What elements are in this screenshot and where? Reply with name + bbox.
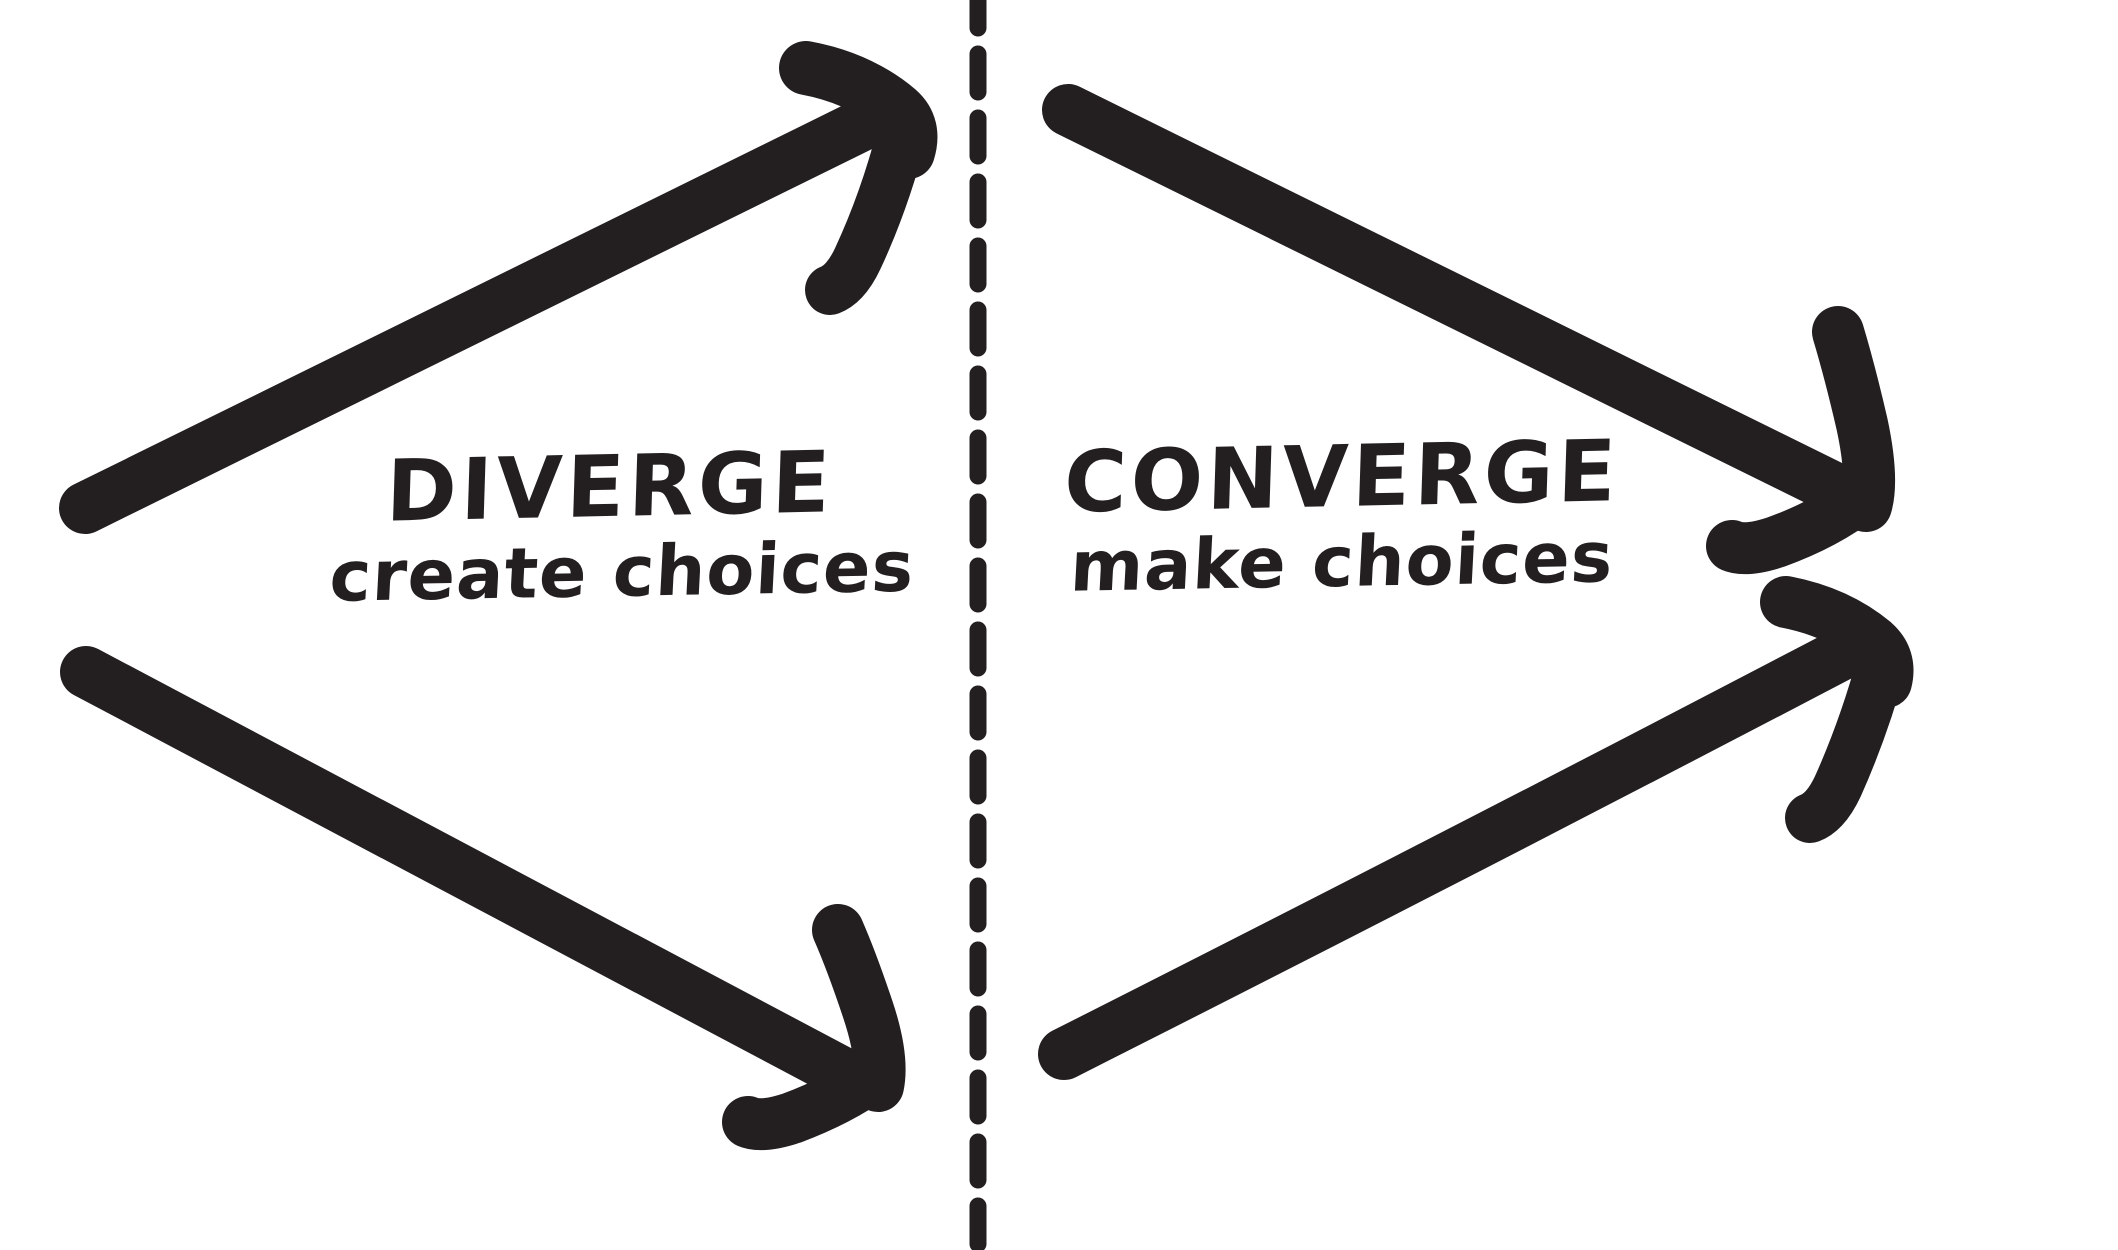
converge-label-group: CONVERGE make choices xyxy=(1052,422,1632,607)
converge-up-arrow-shaft xyxy=(1042,84,1868,518)
diverge-up-arrow-shaft xyxy=(59,96,894,534)
converge-up-arrow-barb-lower xyxy=(1706,470,1888,575)
diverge-up-arrow xyxy=(59,41,938,534)
diverge-up-arrow-barb-lower xyxy=(805,105,928,315)
diverge-down-arrow-shaft xyxy=(60,646,878,1104)
converge-title: CONVERGE xyxy=(1062,422,1622,533)
diverge-down-arrow-barb-lower xyxy=(722,1050,899,1151)
diverge-title: DIVERGE xyxy=(384,433,836,542)
converge-down-arrow-shaft xyxy=(1038,626,1872,1080)
converge-down-arrow xyxy=(1038,576,1914,1080)
diverge-label-group: DIVERGE create choices xyxy=(328,433,917,617)
converge-down-arrow-barb-lower xyxy=(1785,637,1907,843)
diverge-down-arrow xyxy=(60,646,906,1151)
diverge-subtitle: create choices xyxy=(327,525,917,618)
converge-subtitle: make choices xyxy=(1068,516,1616,608)
converge-up-arrow xyxy=(1042,84,1896,575)
